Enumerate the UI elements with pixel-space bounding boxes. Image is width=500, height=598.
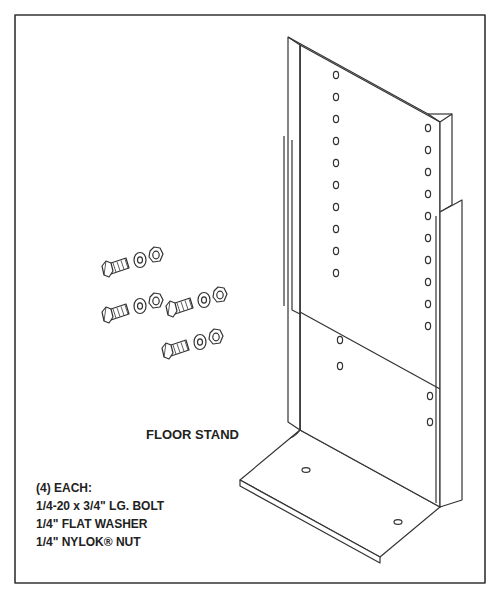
hardware-set xyxy=(166,287,227,317)
hole xyxy=(425,234,430,241)
foot-hole xyxy=(394,520,402,525)
thread xyxy=(189,299,192,308)
hole xyxy=(425,168,430,175)
thread xyxy=(117,308,120,317)
hole xyxy=(337,362,342,369)
bolt-head-edge xyxy=(104,307,106,321)
washer-hole xyxy=(202,297,207,303)
nut xyxy=(213,287,227,302)
thread xyxy=(185,300,188,309)
bolt-head xyxy=(102,261,113,277)
hole xyxy=(425,256,430,263)
nut xyxy=(149,293,163,308)
thread xyxy=(181,342,184,351)
hole xyxy=(425,124,430,131)
hole xyxy=(425,212,430,219)
thread xyxy=(125,259,128,268)
thread xyxy=(185,341,188,350)
hole xyxy=(333,137,338,144)
hole xyxy=(333,225,338,232)
nut xyxy=(209,329,223,344)
bolt-head-edge xyxy=(164,343,166,357)
washer-hole xyxy=(138,257,143,263)
thread xyxy=(177,344,180,353)
bolt-head xyxy=(162,343,173,359)
hole xyxy=(333,203,338,210)
bolt-head-edge xyxy=(104,261,106,275)
hardware xyxy=(102,247,227,359)
hole xyxy=(333,159,338,166)
bolt-head xyxy=(166,301,177,317)
part-name: FLOOR STAND xyxy=(146,428,239,443)
hardware-set xyxy=(102,293,163,323)
hole xyxy=(333,181,338,188)
thread xyxy=(117,262,120,271)
nut xyxy=(149,247,163,262)
note-text: 1/4" NYLOK® NUT xyxy=(36,536,141,550)
washer xyxy=(198,293,210,308)
hole xyxy=(425,146,430,153)
hardware-set xyxy=(162,329,223,359)
bolt-head-edge xyxy=(168,301,170,315)
hole xyxy=(425,190,430,197)
note-text: (4) EACH: xyxy=(36,482,92,496)
foot-hole xyxy=(302,468,310,473)
hole xyxy=(425,300,430,307)
hole xyxy=(427,392,432,399)
thread xyxy=(125,305,128,314)
hole xyxy=(425,322,430,329)
hardware-set xyxy=(102,247,163,277)
washer xyxy=(134,299,146,314)
hole xyxy=(333,247,338,254)
mounting-holes xyxy=(302,71,433,524)
hole xyxy=(333,93,338,100)
note-text: 1/4" FLAT WASHER xyxy=(36,518,147,532)
washer-hole xyxy=(198,339,203,345)
washer xyxy=(134,253,146,268)
hole xyxy=(425,278,430,285)
washer-hole xyxy=(138,303,143,309)
nut-hole xyxy=(213,333,219,341)
thread xyxy=(121,260,124,269)
hole xyxy=(333,269,338,276)
hole xyxy=(337,336,342,343)
hole xyxy=(333,71,338,78)
nut-hole xyxy=(217,291,223,299)
nut-hole xyxy=(153,297,159,305)
bolt-head xyxy=(102,307,113,323)
floor-stand xyxy=(240,37,462,563)
hole xyxy=(427,418,432,425)
thread xyxy=(181,302,184,311)
washer xyxy=(194,335,206,350)
nut-hole xyxy=(153,251,159,259)
hole xyxy=(333,115,338,122)
note-text: 1/4-20 x 3/4" LG. BOLT xyxy=(36,500,164,514)
thread xyxy=(121,306,124,315)
frame xyxy=(15,15,485,583)
